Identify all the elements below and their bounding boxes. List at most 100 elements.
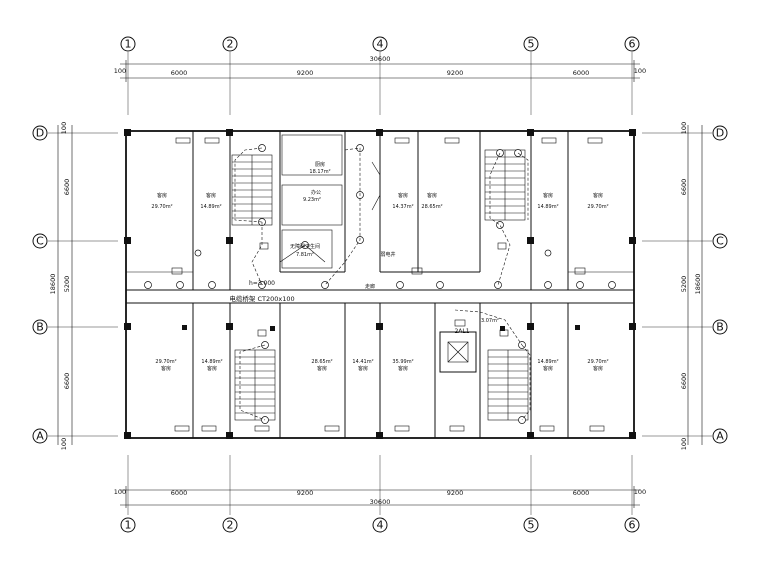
dim-seg: 5200 (63, 276, 71, 293)
axis-label: B (716, 321, 724, 334)
axis-label: 2 (227, 519, 234, 532)
room-area: 14.89m² (200, 204, 221, 210)
axis-label: D (36, 127, 44, 140)
stair-top-right (484, 149, 526, 221)
room-name: 客房 (543, 192, 553, 199)
axis-label: 6 (629, 519, 636, 532)
room-name: 客房 (161, 365, 171, 372)
room-name: 客房 (206, 192, 216, 199)
annotations: 走廊 电缆桥架 CT200x100 h=3.000 弱电井 2AL1 (229, 251, 469, 335)
room-area: 9.23m² (303, 197, 321, 203)
room-area: 14.89m² (537, 204, 558, 210)
dim-seg: 6000 (171, 69, 188, 77)
ceiling-lamp-icon (494, 281, 502, 289)
dim-seg: 9200 (297, 69, 314, 77)
dim-edge: 100 (114, 67, 126, 75)
room-name: 办公 (311, 189, 321, 196)
axis-label: 1 (125, 519, 132, 532)
ceiling-lamp-icon (194, 249, 202, 257)
axis-label: 4 (377, 38, 384, 51)
dim-seg: 9200 (447, 489, 464, 497)
stairs (231, 149, 529, 421)
dim-total: 30600 (370, 55, 391, 63)
dim-edge: 100 (634, 67, 646, 75)
dimension-bottom: 100 6000 9200 9200 6000 100 30600 (114, 486, 646, 508)
room-name: 客房 (317, 365, 327, 372)
dim-seg: 6600 (63, 373, 71, 390)
ceiling-lamp-icon (176, 281, 184, 289)
room-area: 28.65m² (311, 359, 332, 365)
dim-edge: 100 (114, 488, 126, 496)
room-name: 客房 (207, 365, 217, 372)
room-name: 无障碍卫生间 (290, 243, 320, 250)
room-name: 厨房 (315, 161, 325, 168)
axis-label: 5 (528, 38, 535, 51)
row-axis-right: D C B A (712, 125, 728, 444)
dim-edge: 100 (60, 122, 68, 134)
room-area: 29.70m² (155, 359, 176, 365)
dimension-left: 100 6600 5200 6600 18600 100 (49, 122, 73, 450)
structural-columns (124, 129, 636, 439)
room-name: 客房 (358, 365, 368, 372)
axis-label: B (36, 321, 44, 334)
axis-label: 5 (528, 519, 535, 532)
dimension-right: 100 6600 5200 6600 18600 100 (680, 122, 703, 450)
room-area: 28.65m² (421, 204, 442, 210)
room-area: 35.99m² (392, 359, 413, 365)
room-area: 29.70m² (587, 204, 608, 210)
dim-seg: 6000 (573, 69, 590, 77)
height-label: h=3.000 (249, 280, 275, 287)
ceiling-lamp-icon (436, 281, 444, 289)
dim-seg: 6600 (680, 373, 688, 390)
axis-label: C (36, 235, 44, 248)
axis-label: 6 (629, 38, 636, 51)
room-name: 客房 (427, 192, 437, 199)
ceiling-lamp-icon (396, 281, 404, 289)
dim-seg: 6600 (63, 179, 71, 196)
axis-label: D (716, 127, 724, 140)
room-name: 客房 (593, 192, 603, 199)
room-name: 客房 (157, 192, 167, 199)
row-axis-left: D C B A (32, 125, 48, 444)
axis-label: A (36, 430, 44, 443)
room-area: 14.89m² (201, 359, 222, 365)
dim-seg: 6600 (680, 179, 688, 196)
room-labels: 客房 29.70m² 客房 14.89m² 厨房 18.17m² 办公 9.23… (151, 161, 608, 372)
electrical-boxes (171, 242, 586, 337)
wiring (234, 147, 531, 421)
axis-label: C (716, 235, 724, 248)
panel-label: 2AL1 (454, 328, 469, 335)
row-grid-lines (48, 132, 712, 437)
room-area: 29.70m² (587, 359, 608, 365)
dim-seg: 6000 (171, 489, 188, 497)
dim-edge: 100 (680, 438, 688, 450)
axis-label: 4 (377, 519, 384, 532)
ceiling-lamp-icon (496, 221, 504, 229)
ceiling-lamp-icon (544, 249, 552, 257)
ceiling-lamp-icon (544, 281, 552, 289)
room-area: 29.70m² (151, 204, 172, 210)
column-axis-top: 1 2 4 5 6 (120, 36, 640, 52)
room-area: 3.07m² (481, 318, 499, 324)
dim-edge: 100 (60, 438, 68, 450)
room-area: 14.89m² (537, 359, 558, 365)
room-name: 客房 (398, 365, 408, 372)
axis-label: 1 (125, 38, 132, 51)
ceiling-lamp-icon (144, 281, 152, 289)
ceiling-lamp-icon (208, 281, 216, 289)
dim-total: 18600 (49, 274, 57, 295)
dim-total: 30600 (370, 498, 391, 506)
dim-edge: 100 (634, 488, 646, 496)
storage-label: 弱电井 (380, 251, 395, 258)
dim-seg: 9200 (447, 69, 464, 77)
stair-bottom-left (234, 349, 276, 421)
dim-total: 18600 (694, 274, 702, 295)
room-area: 18.17m² (309, 169, 330, 175)
windows (174, 137, 605, 432)
axis-label: 2 (227, 38, 234, 51)
ceiling-lamp-icon (608, 281, 616, 289)
dim-seg: 6000 (573, 489, 590, 497)
room-area: 7.81m² (296, 252, 314, 258)
dim-edge: 100 (680, 122, 688, 134)
